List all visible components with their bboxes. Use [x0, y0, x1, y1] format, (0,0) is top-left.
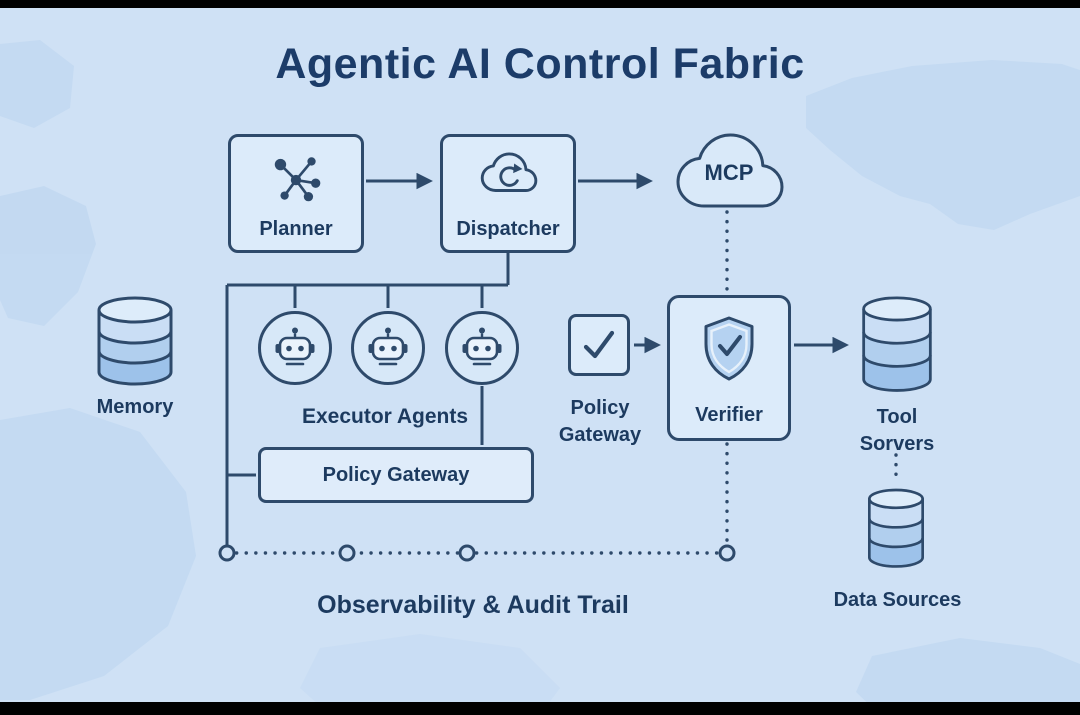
- tool-servers-label: Tool Sorvers: [852, 404, 942, 458]
- solid-connectors: [225, 172, 849, 546]
- cloud-sync-icon: [475, 149, 541, 199]
- data-sources-node: [864, 488, 928, 572]
- audit-trail-nodes: [218, 544, 736, 562]
- policy-gateway-check-node: [568, 314, 630, 376]
- executor-agents-label: Executor Agents: [301, 405, 469, 428]
- tool-servers-node: [858, 296, 936, 396]
- dotted-connectors: [225, 210, 898, 555]
- policy-gateway-node-label: Policy Gateway: [558, 397, 642, 446]
- verifier-label: Verifier: [695, 404, 763, 426]
- tool-servers-label-line1: Tool: [876, 406, 918, 428]
- executor-agent-node: [445, 311, 519, 385]
- policy-gateway-bar: Policy Gateway: [258, 447, 534, 503]
- mcp-label: MCP: [704, 160, 754, 185]
- data-sources-label: Data Sources: [833, 589, 962, 611]
- workflow-graph-icon: [267, 149, 325, 207]
- planner-node: Planner: [228, 134, 364, 253]
- database-icon: [93, 296, 177, 388]
- checkmark-icon: [576, 322, 622, 368]
- robot-icon: [458, 324, 506, 372]
- executor-agent-node: [351, 311, 425, 385]
- cloud-icon: [664, 126, 794, 216]
- policy-gateway-bar-label: Policy Gateway: [322, 463, 470, 486]
- dispatcher-node: Dispatcher: [440, 134, 576, 253]
- memory-label: Memory: [96, 396, 174, 418]
- tool-servers-label-line2: Sorvers: [859, 433, 935, 455]
- diagram-title: Agentic AI Control Fabric: [275, 40, 805, 88]
- mcp-node: [664, 126, 794, 216]
- map-silhouettes: [0, 40, 1080, 715]
- audit-trail-label: Observability & Audit Trail: [317, 591, 629, 619]
- dispatcher-label: Dispatcher: [456, 218, 560, 240]
- executor-agent-node: [258, 311, 332, 385]
- planner-label: Planner: [259, 218, 333, 240]
- robot-icon: [271, 324, 319, 372]
- letterbox-top: [0, 0, 1080, 8]
- memory-node: [93, 296, 177, 388]
- letterbox-bottom: [0, 702, 1080, 715]
- database-stack-icon: [864, 488, 928, 572]
- shield-check-icon: [697, 314, 761, 384]
- robot-icon: [364, 324, 412, 372]
- verifier-node: Verifier: [667, 295, 791, 441]
- database-stack-icon: [858, 296, 936, 396]
